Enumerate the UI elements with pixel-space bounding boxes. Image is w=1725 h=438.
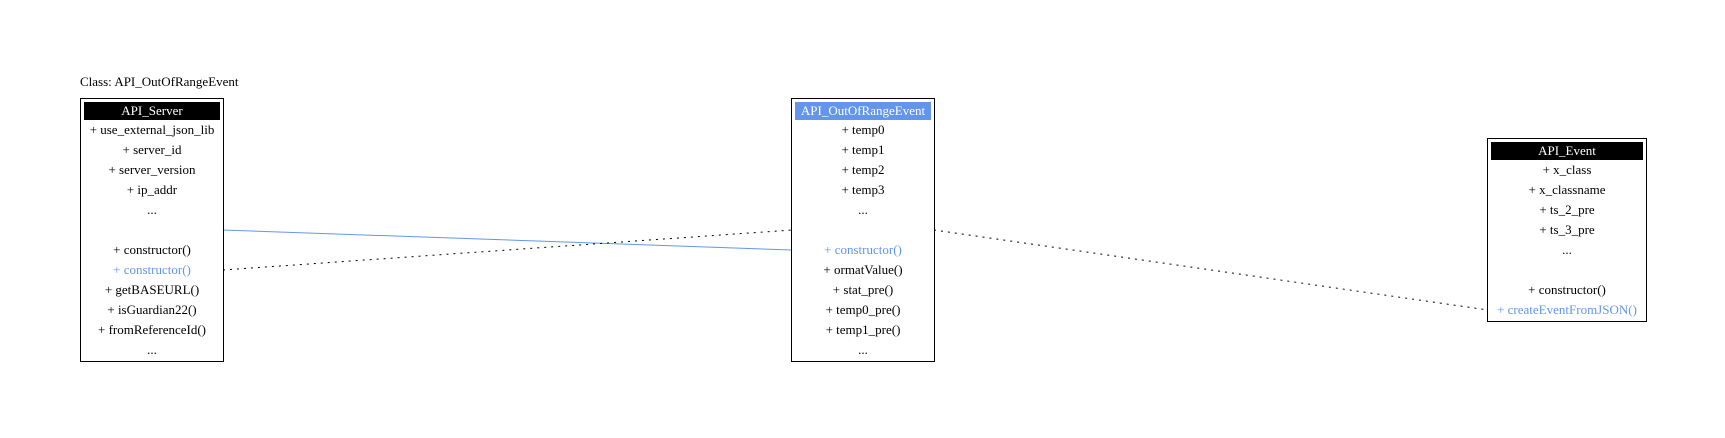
attribute: + temp3 (841, 182, 885, 197)
method-highlighted[interactable]: + constructor() (113, 262, 191, 277)
section-spacer (1488, 260, 1646, 280)
method: + temp1_pre() (825, 322, 901, 337)
class-box-api-outofrangeevent[interactable]: API_OutOfRangeEvent + temp0 + temp1 + te… (791, 98, 935, 362)
attribute: + temp0 (841, 122, 885, 137)
attribute: + server_id (122, 142, 182, 157)
method-highlighted[interactable]: + constructor() (824, 242, 902, 257)
attribute: + x_classname (1528, 182, 1606, 197)
method: + fromReferenceId() (97, 322, 207, 337)
attribute: + server_version (108, 162, 196, 177)
class-box-api-event[interactable]: API_Event + x_class + x_classname + ts_2… (1487, 138, 1647, 322)
section-spacer (81, 220, 223, 240)
class-title: API_Server (84, 102, 220, 120)
link-server-constructor-to-outofrange (222, 229, 793, 271)
class-box-api-server[interactable]: API_Server + use_external_json_lib + ser… (80, 98, 224, 362)
method: + constructor() (1528, 282, 1606, 297)
attribute: + x_class (1542, 162, 1592, 177)
class-title-selected: API_OutOfRangeEvent (795, 102, 931, 120)
link-server-to-outofrange-constructor (222, 229, 793, 251)
attribute-ellipsis: ... (1562, 242, 1572, 257)
class-title: API_Event (1491, 142, 1643, 160)
method-ellipsis: ... (858, 342, 868, 357)
method: + constructor() (113, 242, 191, 257)
section-spacer (792, 220, 934, 240)
attribute: + temp1 (841, 142, 885, 157)
attribute: + use_external_json_lib (89, 122, 215, 137)
attribute: + ts_2_pre (1539, 202, 1595, 217)
method-highlighted[interactable]: + createEventFromJSON() (1497, 302, 1637, 317)
method: + ormatValue() (823, 262, 903, 277)
link-outofrange-to-event (933, 229, 1489, 311)
method-ellipsis: ... (147, 342, 157, 357)
diagram-caption: Class: API_OutOfRangeEvent (80, 74, 239, 89)
method: + temp0_pre() (825, 302, 901, 317)
method: + getBASEURL() (104, 282, 200, 297)
attribute-ellipsis: ... (858, 202, 868, 217)
attribute: + ip_addr (126, 182, 178, 197)
attribute: + ts_3_pre (1539, 222, 1595, 237)
method: + stat_pre() (832, 282, 894, 297)
method: + isGuardian22() (107, 302, 197, 317)
attribute-ellipsis: ... (147, 202, 157, 217)
attribute: + temp2 (841, 162, 885, 177)
